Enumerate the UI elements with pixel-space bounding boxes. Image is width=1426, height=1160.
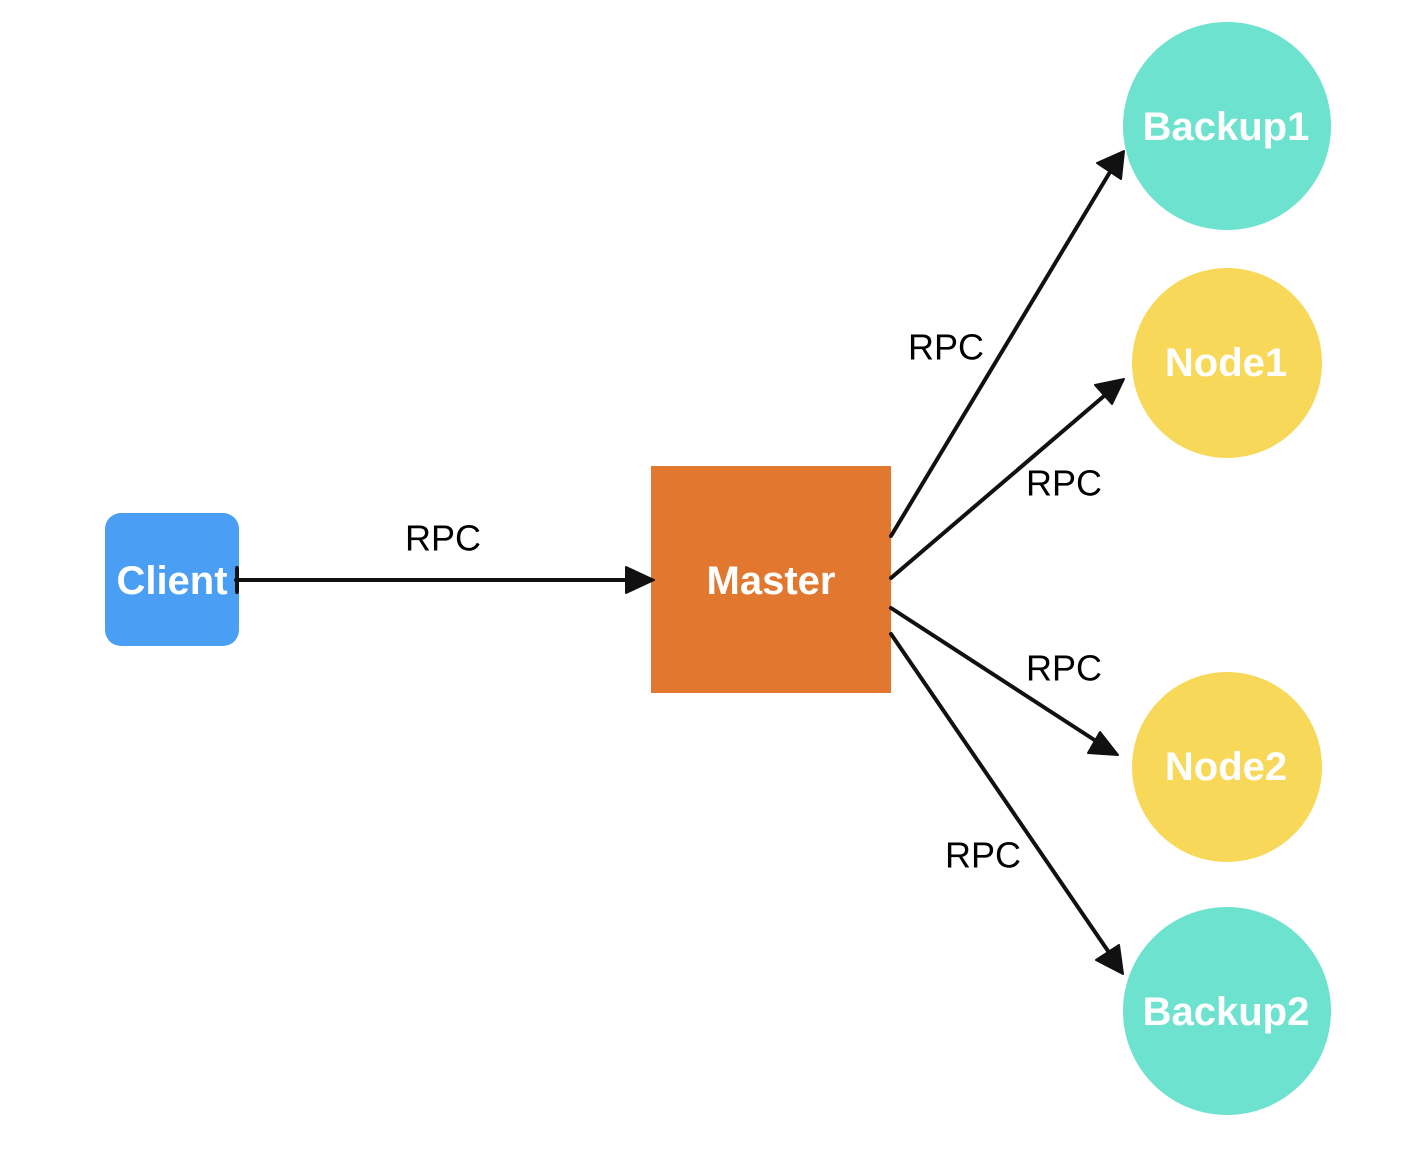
edge-master-node1-label: RPC <box>1026 463 1102 504</box>
edge-master-backup2-label: RPC <box>945 835 1021 876</box>
edge-master-node1-arrowhead <box>1094 378 1125 405</box>
node1-label: Node1 <box>1165 341 1287 385</box>
node1-node <box>1132 268 1322 458</box>
backup2-label: Backup2 <box>1143 990 1310 1034</box>
edge-master-node1-line <box>889 394 1106 580</box>
edge-master-node2-label: RPC <box>1026 648 1102 689</box>
master-node <box>651 466 891 693</box>
node2-label: Node2 <box>1165 745 1287 789</box>
node2-node <box>1132 672 1322 862</box>
edge-master-node2-arrowhead <box>1087 731 1119 756</box>
client-node <box>105 513 239 646</box>
edge-master-backup2-arrowhead <box>1095 944 1124 975</box>
edge-master-backup1-line <box>889 170 1112 538</box>
master-label: Master <box>707 559 836 603</box>
backup1-label: Backup1 <box>1143 105 1310 149</box>
edge-master-backup2-line <box>889 632 1110 953</box>
edge-master-node2-line <box>889 606 1098 743</box>
edge-client-master-arrowhead <box>625 566 655 594</box>
backup2-node <box>1123 907 1331 1115</box>
edge-master-backup1-arrowhead <box>1096 150 1125 180</box>
backup1-node <box>1123 22 1331 230</box>
client-label: Client <box>116 559 227 603</box>
edge-client-master-label: RPC <box>405 518 481 559</box>
edge-master-backup1-label: RPC <box>908 327 984 368</box>
